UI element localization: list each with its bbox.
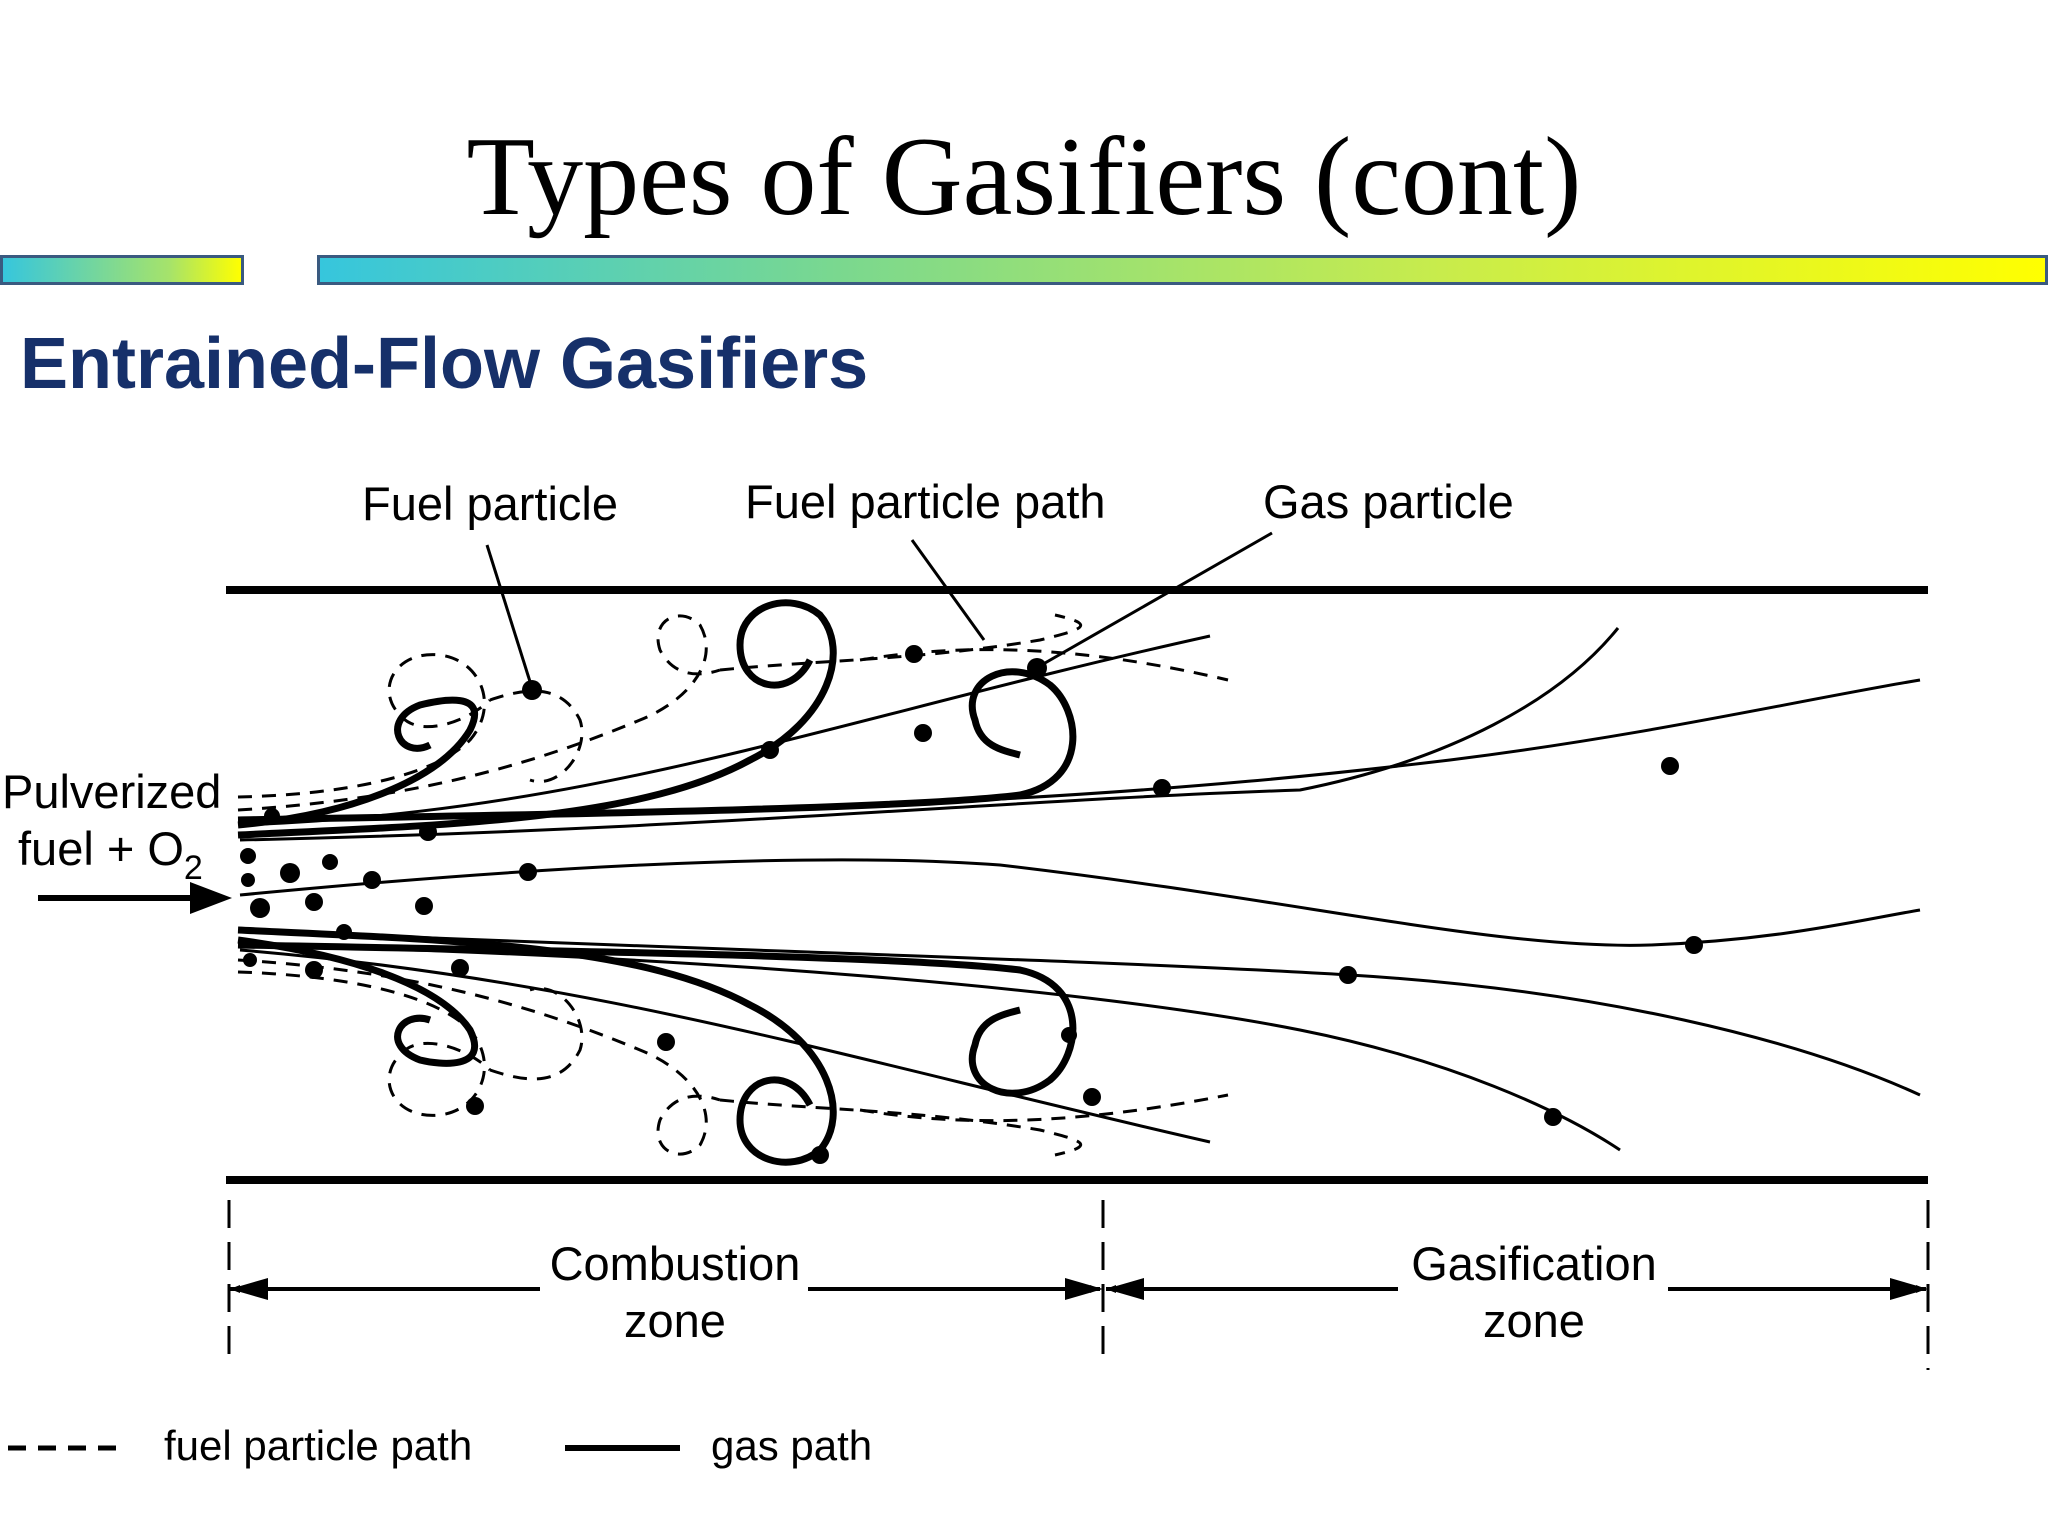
slide-subtitle: Entrained-Flow Gasifiers — [20, 324, 869, 404]
label-inlet-line2: fuel + O2 — [18, 822, 203, 887]
legend: fuel particle path gas path — [8, 1422, 872, 1469]
label-inlet-line1: Pulverized — [2, 765, 221, 818]
zone-combustion-line2: zone — [624, 1294, 726, 1347]
zone-boundaries — [227, 1200, 1930, 1370]
title-accent-bar-right — [317, 255, 2048, 285]
legend-label-gas-path: gas path — [711, 1422, 872, 1469]
inlet-arrow — [38, 882, 232, 914]
particles — [240, 645, 1703, 1164]
zone-combustion-line1: Combustion — [550, 1237, 801, 1290]
recirculating-gas-paths — [237, 599, 1077, 1166]
leader-lines — [485, 531, 1273, 689]
zone-gasification-line2: zone — [1483, 1294, 1585, 1347]
title-accent-bar-left — [0, 255, 244, 285]
zone-gasification-line1: Gasification — [1411, 1237, 1657, 1290]
legend-label-fuel-particle-path: fuel particle path — [164, 1422, 472, 1469]
label-gas-particle: Gas particle — [1263, 475, 1514, 528]
fuel-particle-paths — [237, 613, 1229, 1157]
label-fuel-particle-path: Fuel particle path — [745, 475, 1106, 528]
slide-title: Types of Gasifiers (cont) — [466, 115, 1582, 239]
label-fuel-particle: Fuel particle — [362, 477, 618, 530]
